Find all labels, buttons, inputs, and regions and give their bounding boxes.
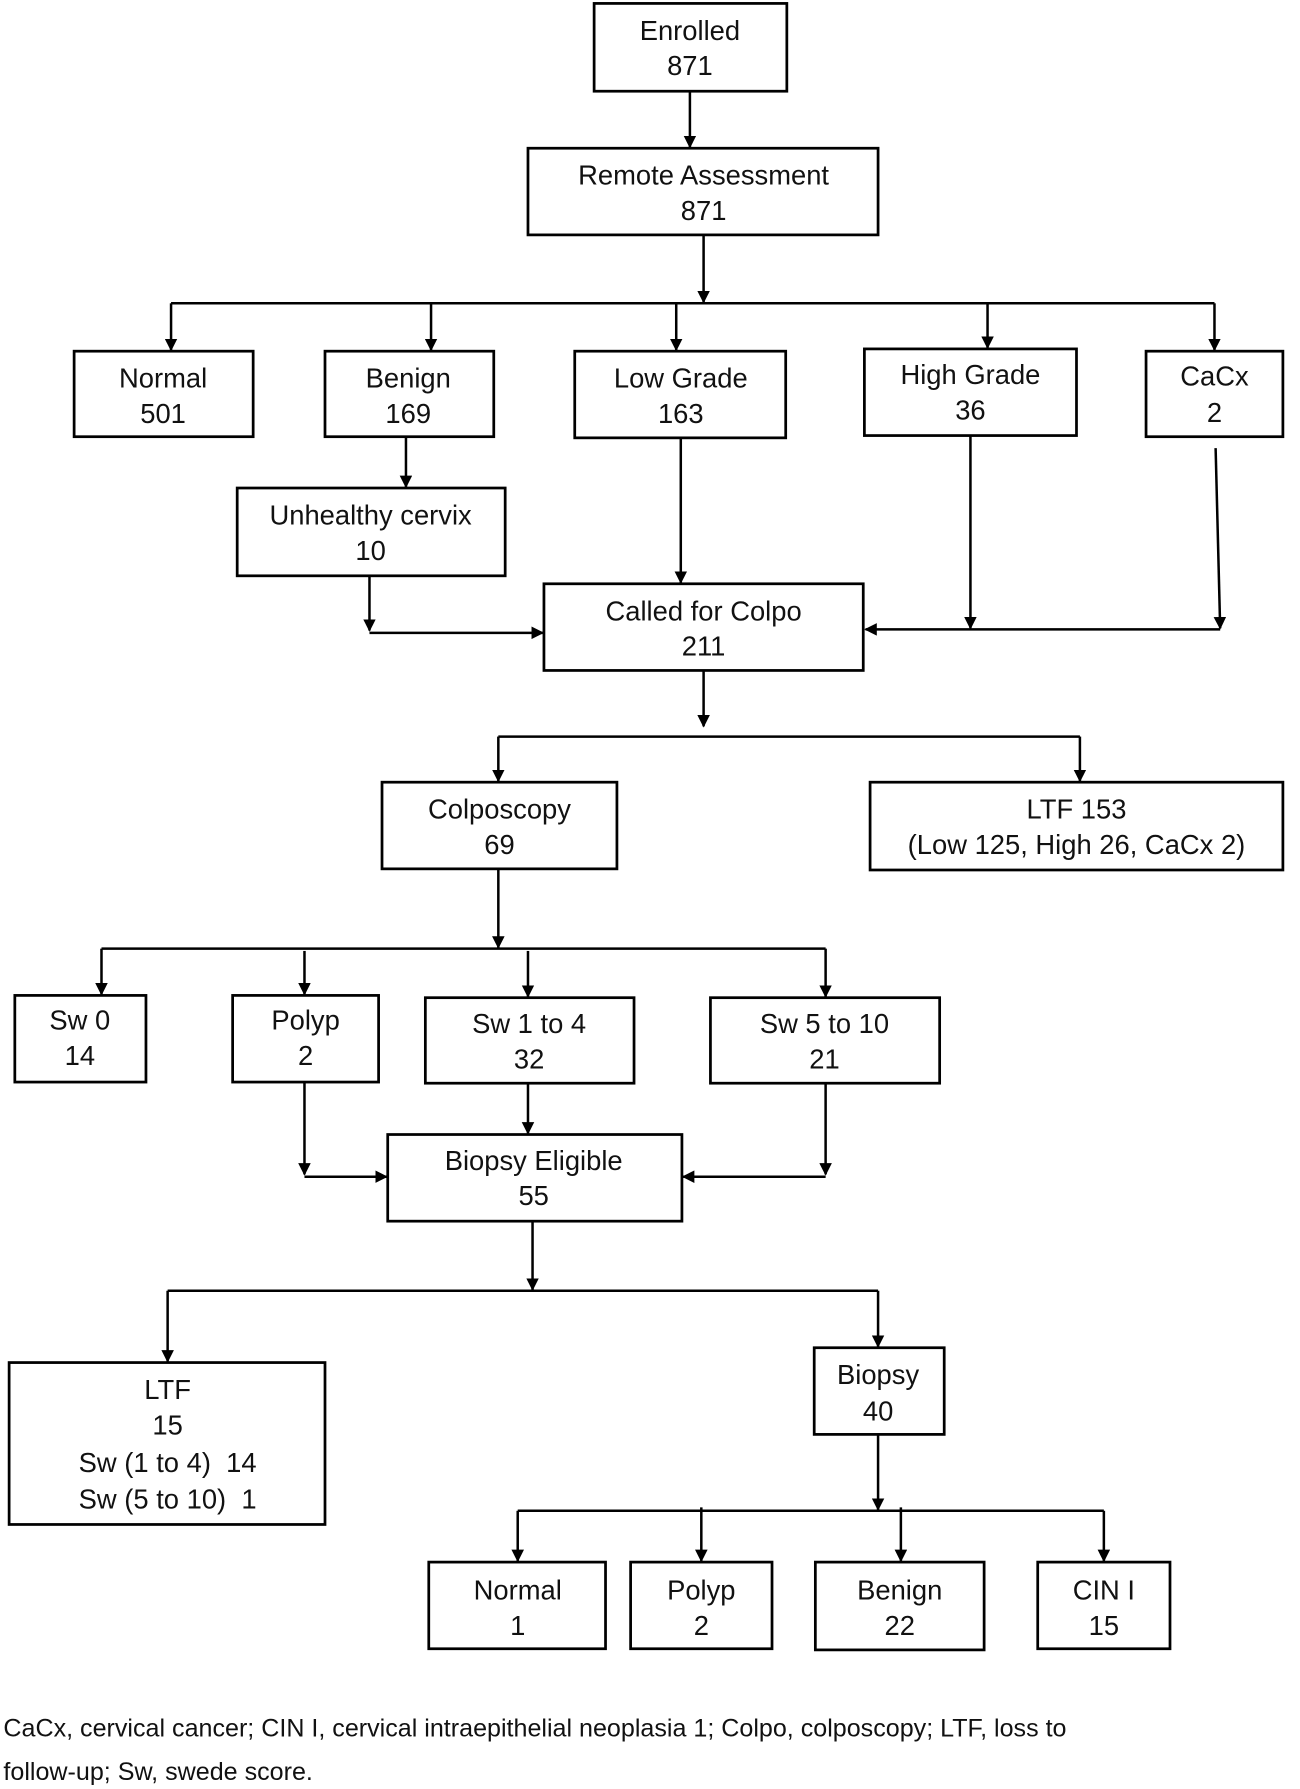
node-count: 2 — [1207, 397, 1222, 428]
node-label: Low Grade — [614, 363, 748, 394]
node-biopsy-normal: Normal 1 — [427, 1560, 607, 1651]
node-ltf-153: LTF 153 (Low 125, High 26, CaCx 2) — [868, 780, 1285, 872]
node-count: 36 — [955, 395, 985, 426]
node-label: Sw 1 to 4 — [472, 1008, 586, 1039]
node-label: CIN I — [1073, 1575, 1135, 1606]
node-detail: (Low 125, High 26, CaCx 2) — [908, 829, 1246, 860]
node-count: 2 — [694, 1610, 709, 1641]
node-polyp: Polyp 2 — [231, 994, 380, 1084]
node-unhealthy-cervix: Unhealthy cervix 10 — [235, 486, 507, 578]
node-biopsy-benign: Benign 22 — [813, 1560, 986, 1652]
caption-line-2: follow-up; Sw, swede score. — [3, 1758, 312, 1786]
node-biopsy: Biopsy 40 — [812, 1346, 946, 1436]
node-label: Called for Colpo — [605, 595, 801, 626]
node-label: CaCx — [1180, 360, 1249, 391]
caption-line-1: CaCx, cervical cancer; CIN I, cervical i… — [3, 1715, 1066, 1743]
node-label: Sw 5 to 10 — [760, 1008, 889, 1039]
node-count: 211 — [682, 631, 726, 662]
node-count: 871 — [667, 50, 713, 81]
figure-caption: CaCx, cervical cancer; CIN I, cervical i… — [3, 1715, 1066, 1786]
node-enrolled: Enrolled 871 — [592, 2, 789, 93]
node-count: 15 — [1089, 1610, 1119, 1641]
node-count: 22 — [885, 1610, 915, 1641]
node-low-grade: Low Grade 163 — [573, 349, 788, 440]
node-detail-sw5to10: Sw (5 to 10) 1 — [79, 1484, 257, 1515]
line-cacx-down — [1213, 448, 1227, 630]
node-count: 871 — [681, 195, 727, 226]
node-sw0: Sw 0 14 — [13, 994, 148, 1084]
node-remote-assessment: Remote Assessment 871 — [526, 146, 880, 237]
node-count: 10 — [355, 535, 385, 566]
node-benign: Benign 169 — [323, 349, 496, 439]
node-label: Polyp — [271, 1005, 339, 1036]
node-count: 40 — [863, 1396, 893, 1427]
node-count: 2 — [298, 1040, 313, 1071]
node-label: Normal — [474, 1575, 562, 1606]
node-label: Biopsy Eligible — [445, 1145, 623, 1176]
node-normal: Normal 501 — [72, 349, 255, 439]
node-label: Enrolled — [640, 15, 740, 46]
node-count: 14 — [65, 1040, 95, 1071]
node-biopsy-eligible: Biopsy Eligible 55 — [386, 1133, 684, 1223]
node-label: Benign — [366, 363, 451, 394]
node-label: Unhealthy cervix — [269, 500, 472, 531]
node-label: LTF 153 — [1027, 794, 1127, 825]
node-count: 15 — [152, 1409, 182, 1440]
node-count: 1 — [510, 1610, 525, 1641]
node-biopsy-cin1: CIN I 15 — [1036, 1560, 1172, 1651]
node-called-for-colpo: Called for Colpo 211 — [542, 582, 865, 672]
node-count: 501 — [140, 398, 186, 429]
node-label: LTF — [144, 1374, 191, 1405]
node-cacx: CaCx 2 — [1144, 349, 1285, 439]
node-detail-sw1to4: Sw (1 to 4) 14 — [79, 1447, 257, 1478]
node-colposcopy: Colposcopy 69 — [380, 780, 619, 871]
node-sw5to10: Sw 5 to 10 21 — [709, 996, 942, 1085]
node-ltf-15: LTF 15 Sw (1 to 4) 14 Sw (5 to 10) 1 — [7, 1361, 327, 1526]
node-label: Remote Assessment — [578, 160, 829, 191]
node-label: Polyp — [667, 1575, 735, 1606]
node-count: 169 — [385, 398, 431, 429]
node-label: High Grade — [900, 359, 1040, 390]
node-label: Normal — [119, 363, 207, 394]
node-label: Biopsy — [837, 1359, 919, 1390]
node-sw1to4: Sw 1 to 4 32 — [423, 996, 636, 1085]
node-high-grade: High Grade 36 — [863, 347, 1078, 437]
node-count: 163 — [658, 398, 704, 429]
node-label: Benign — [857, 1575, 942, 1606]
connectors — [95, 91, 1227, 1563]
node-label: Colposcopy — [428, 794, 571, 825]
node-count: 55 — [518, 1180, 548, 1211]
node-count: 69 — [484, 829, 514, 860]
node-count: 21 — [809, 1043, 839, 1074]
node-count: 32 — [514, 1043, 544, 1074]
node-label: Sw 0 — [49, 1005, 110, 1036]
node-biopsy-polyp: Polyp 2 — [629, 1560, 774, 1651]
